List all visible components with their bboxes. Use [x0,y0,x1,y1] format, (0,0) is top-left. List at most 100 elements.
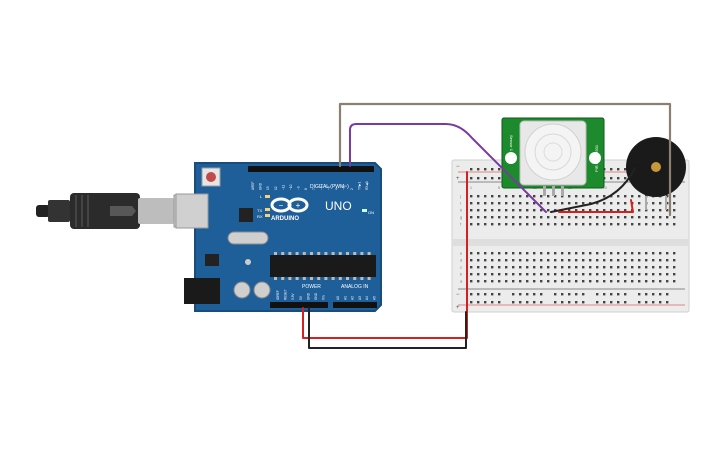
breadboard-hole[interactable] [498,202,501,205]
breadboard-hole[interactable] [659,259,662,262]
breadboard-hole[interactable] [540,259,543,262]
breadboard-hole[interactable] [505,195,508,198]
breadboard-hole[interactable] [568,259,571,262]
rail-hole[interactable] [491,293,494,296]
breadboard-hole[interactable] [512,202,515,205]
breadboard-hole[interactable] [477,280,480,283]
breadboard-hole[interactable] [540,280,543,283]
breadboard-hole[interactable] [547,280,550,283]
rail-hole[interactable] [554,301,557,304]
breadboard-hole[interactable] [652,209,655,212]
rail-hole[interactable] [666,293,669,296]
breadboard-hole[interactable] [505,202,508,205]
breadboard-hole[interactable] [603,209,606,212]
rail-hole[interactable] [582,293,585,296]
breadboard-hole[interactable] [617,259,620,262]
rail-hole[interactable] [484,293,487,296]
breadboard-hole[interactable] [589,195,592,198]
breadboard-hole[interactable] [512,266,515,269]
breadboard-hole[interactable] [617,266,620,269]
breadboard-hole[interactable] [477,202,480,205]
breadboard-hole[interactable] [645,266,648,269]
breadboard-hole[interactable] [603,273,606,276]
breadboard-hole[interactable] [540,202,543,205]
breadboard-hole[interactable] [526,216,529,219]
breadboard-hole[interactable] [659,209,662,212]
breadboard-hole[interactable] [666,266,669,269]
breadboard-hole[interactable] [582,280,585,283]
breadboard-hole[interactable] [526,280,529,283]
breadboard-hole[interactable] [610,252,613,255]
breadboard-hole[interactable] [603,259,606,262]
breadboard-hole[interactable] [547,266,550,269]
breadboard-hole[interactable] [526,195,529,198]
breadboard-hole[interactable] [512,280,515,283]
rail-hole[interactable] [638,301,641,304]
breadboard-hole[interactable] [498,280,501,283]
rail-hole[interactable] [491,301,494,304]
breadboard-hole[interactable] [470,209,473,212]
breadboard-hole[interactable] [512,252,515,255]
breadboard-hole[interactable] [491,223,494,226]
breadboard-hole[interactable] [617,195,620,198]
breadboard-hole[interactable] [666,223,669,226]
rail-hole[interactable] [470,168,473,171]
breadboard-hole[interactable] [491,209,494,212]
breadboard-hole[interactable] [638,202,641,205]
breadboard-hole[interactable] [554,216,557,219]
breadboard-hole[interactable] [477,216,480,219]
breadboard-hole[interactable] [540,223,543,226]
breadboard-hole[interactable] [673,202,676,205]
breadboard-hole[interactable] [554,223,557,226]
breadboard-hole[interactable] [624,259,627,262]
breadboard-hole[interactable] [561,195,564,198]
breadboard-hole[interactable] [666,259,669,262]
breadboard-hole[interactable] [554,266,557,269]
breadboard-hole[interactable] [484,209,487,212]
breadboard-hole[interactable] [512,195,515,198]
rail-hole[interactable] [575,301,578,304]
breadboard-hole[interactable] [526,202,529,205]
breadboard-hole[interactable] [589,266,592,269]
breadboard-hole[interactable] [638,280,641,283]
breadboard-hole[interactable] [596,202,599,205]
breadboard-hole[interactable] [512,209,515,212]
breadboard-hole[interactable] [673,195,676,198]
breadboard-hole[interactable] [568,252,571,255]
breadboard-hole[interactable] [561,223,564,226]
breadboard-hole[interactable] [477,223,480,226]
breadboard-hole[interactable] [617,223,620,226]
breadboard-hole[interactable] [477,195,480,198]
breadboard-hole[interactable] [610,216,613,219]
breadboard-hole[interactable] [505,259,508,262]
breadboard-hole[interactable] [561,273,564,276]
breadboard-hole[interactable] [631,273,634,276]
breadboard-hole[interactable] [610,202,613,205]
breadboard-hole[interactable] [540,266,543,269]
breadboard-hole[interactable] [666,209,669,212]
rail-hole[interactable] [596,301,599,304]
breadboard-hole[interactable] [582,273,585,276]
breadboard-hole[interactable] [484,273,487,276]
breadboard-hole[interactable] [540,252,543,255]
breadboard-hole[interactable] [631,252,634,255]
breadboard-hole[interactable] [645,259,648,262]
breadboard-hole[interactable] [491,266,494,269]
breadboard-hole[interactable] [547,252,550,255]
breadboard-hole[interactable] [673,259,676,262]
breadboard-hole[interactable] [491,280,494,283]
breadboard-hole[interactable] [631,266,634,269]
breadboard-hole[interactable] [519,223,522,226]
rail-hole[interactable] [666,301,669,304]
breadboard-hole[interactable] [589,209,592,212]
breadboard-hole[interactable] [575,266,578,269]
breadboard-hole[interactable] [589,273,592,276]
breadboard-hole[interactable] [610,266,613,269]
breadboard-hole[interactable] [568,273,571,276]
breadboard-hole[interactable] [526,266,529,269]
breadboard-hole[interactable] [645,209,648,212]
breadboard-hole[interactable] [603,252,606,255]
breadboard-hole[interactable] [596,252,599,255]
rail-hole[interactable] [624,293,627,296]
breadboard-hole[interactable] [512,223,515,226]
